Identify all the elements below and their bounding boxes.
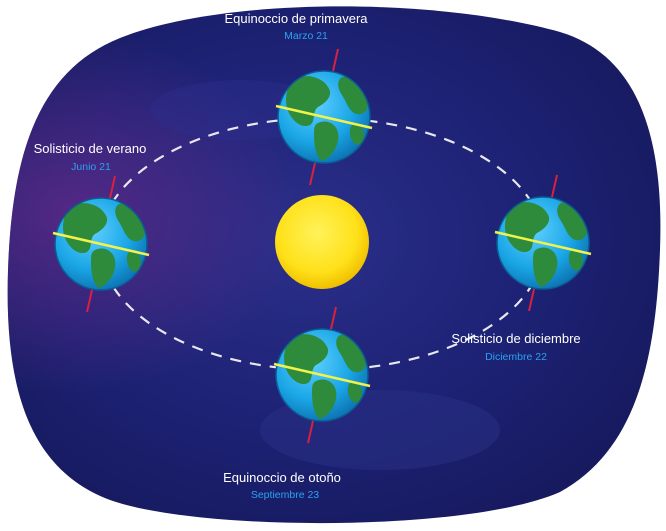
label-date: Septiembre 23 — [251, 489, 319, 501]
label-title: Solisticio de verano — [34, 141, 147, 156]
label-summer-solstice: Solisticio de verano Junio 21 — [34, 141, 147, 173]
sun-icon — [275, 195, 369, 289]
label-december-solstice: Solisticio de diciembre Diciembre 22 — [451, 331, 580, 363]
label-autumn-equinox: Equinoccio de otoño Septiembre 23 — [223, 470, 341, 501]
label-title: Solisticio de diciembre — [451, 331, 580, 346]
label-title: Equinoccio de otoño — [223, 470, 341, 485]
label-date: Marzo 21 — [284, 30, 328, 42]
label-date: Junio 21 — [71, 161, 111, 173]
label-date: Diciembre 22 — [485, 351, 547, 363]
label-title: Equinoccio de primavera — [224, 11, 368, 26]
label-spring-equinox: Equinoccio de primavera Marzo 21 — [224, 11, 368, 42]
